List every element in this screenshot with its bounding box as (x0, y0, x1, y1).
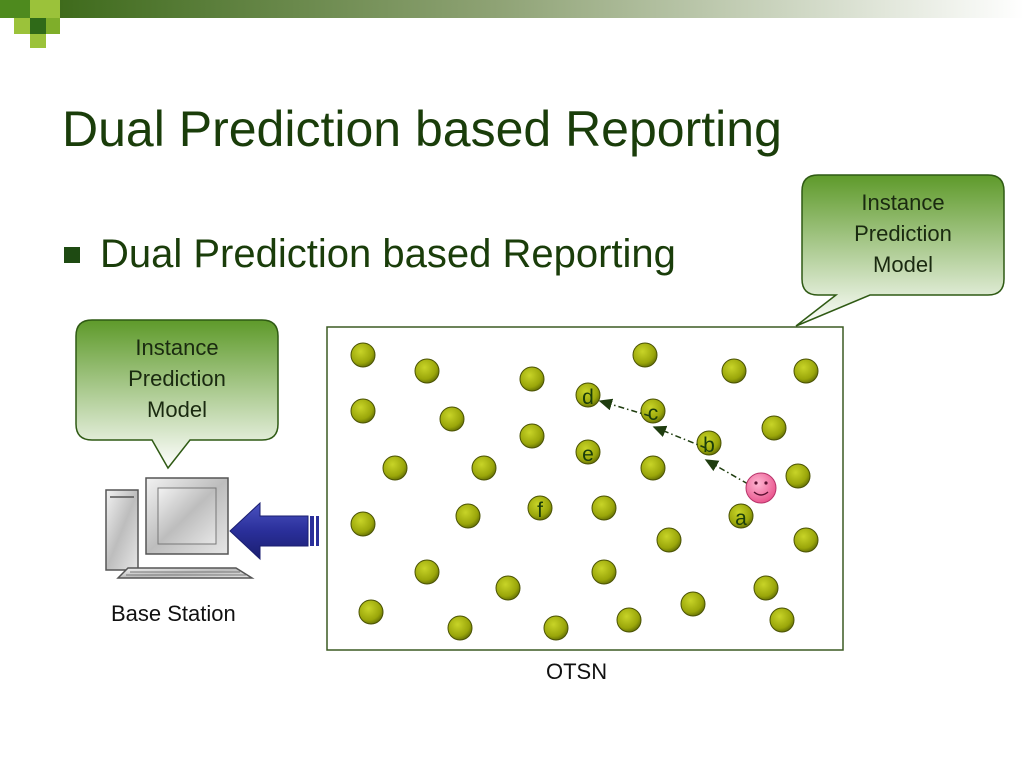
bullet-text: Dual Prediction based Reporting (100, 232, 676, 276)
sensor-node (793, 358, 819, 384)
node-label-e: e (582, 443, 594, 466)
sensor-node (616, 607, 642, 633)
sensor-node (471, 455, 497, 481)
sensor-node (358, 599, 384, 625)
sensor-node (519, 423, 545, 449)
sensor-node (785, 463, 811, 489)
sensor-node-c (640, 398, 666, 424)
callout-line: Model (873, 252, 933, 277)
sensor-node (640, 455, 666, 481)
sensor-node (350, 398, 376, 424)
sensor-node (721, 358, 747, 384)
callout-line: Prediction (128, 366, 226, 391)
sensor-node (680, 591, 706, 617)
sensor-node (543, 615, 569, 641)
network-callout-text: Instance Prediction Model (806, 187, 1000, 280)
sensor-node (632, 342, 658, 368)
callout-line: Model (147, 397, 207, 422)
node-label-d: d (582, 386, 594, 409)
sensor-node-e (575, 439, 601, 465)
node-label-a: a (735, 507, 747, 530)
sensor-node (414, 358, 440, 384)
sensor-nodes (350, 342, 819, 641)
sensor-node-d (575, 382, 601, 408)
base-station-caption: Base Station (111, 601, 236, 626)
sensor-node (753, 575, 779, 601)
sensor-node (414, 559, 440, 585)
sensor-node-a (728, 503, 754, 529)
smiley-face-icon (745, 472, 777, 504)
top-decorative-band (0, 0, 1024, 48)
sensor-node (769, 607, 795, 633)
callout-line: Prediction (854, 221, 952, 246)
movement-trail (598, 398, 749, 485)
base-station-callout-text: Instance Prediction Model (80, 332, 274, 425)
sensor-node (350, 342, 376, 368)
node-label-b: b (703, 434, 715, 457)
node-label-f: f (537, 499, 543, 522)
sensor-node (793, 527, 819, 553)
callout-line: Instance (861, 190, 945, 215)
base-station-callout-bubble (75, 319, 279, 470)
sensor-node-f (527, 495, 553, 521)
trail-arrow-to-d (598, 398, 651, 417)
slide-title: Dual Prediction based Reporting (62, 101, 782, 157)
sensor-node (761, 415, 787, 441)
node-label-c: c (648, 402, 659, 425)
sensor-node (656, 527, 682, 553)
sensor-node (439, 406, 465, 432)
sensor-node (591, 495, 617, 521)
network-callout-bubble (795, 174, 1005, 327)
bullet-item: Dual Prediction based Reporting (64, 232, 676, 277)
sensor-node-b (696, 430, 722, 456)
network-caption: OTSN (546, 659, 608, 684)
computer-icon (105, 477, 255, 579)
arrow-left-icon (229, 501, 319, 561)
bullet-square-icon (64, 246, 80, 263)
sensor-node (447, 615, 473, 641)
sensor-node (591, 559, 617, 585)
sensor-node (455, 503, 481, 529)
trail-arrow-to-c (652, 425, 707, 449)
sensor-node (382, 455, 408, 481)
callout-line: Instance (135, 335, 219, 360)
sensor-node (350, 511, 376, 537)
sensor-node (495, 575, 521, 601)
sensor-node (519, 366, 545, 392)
